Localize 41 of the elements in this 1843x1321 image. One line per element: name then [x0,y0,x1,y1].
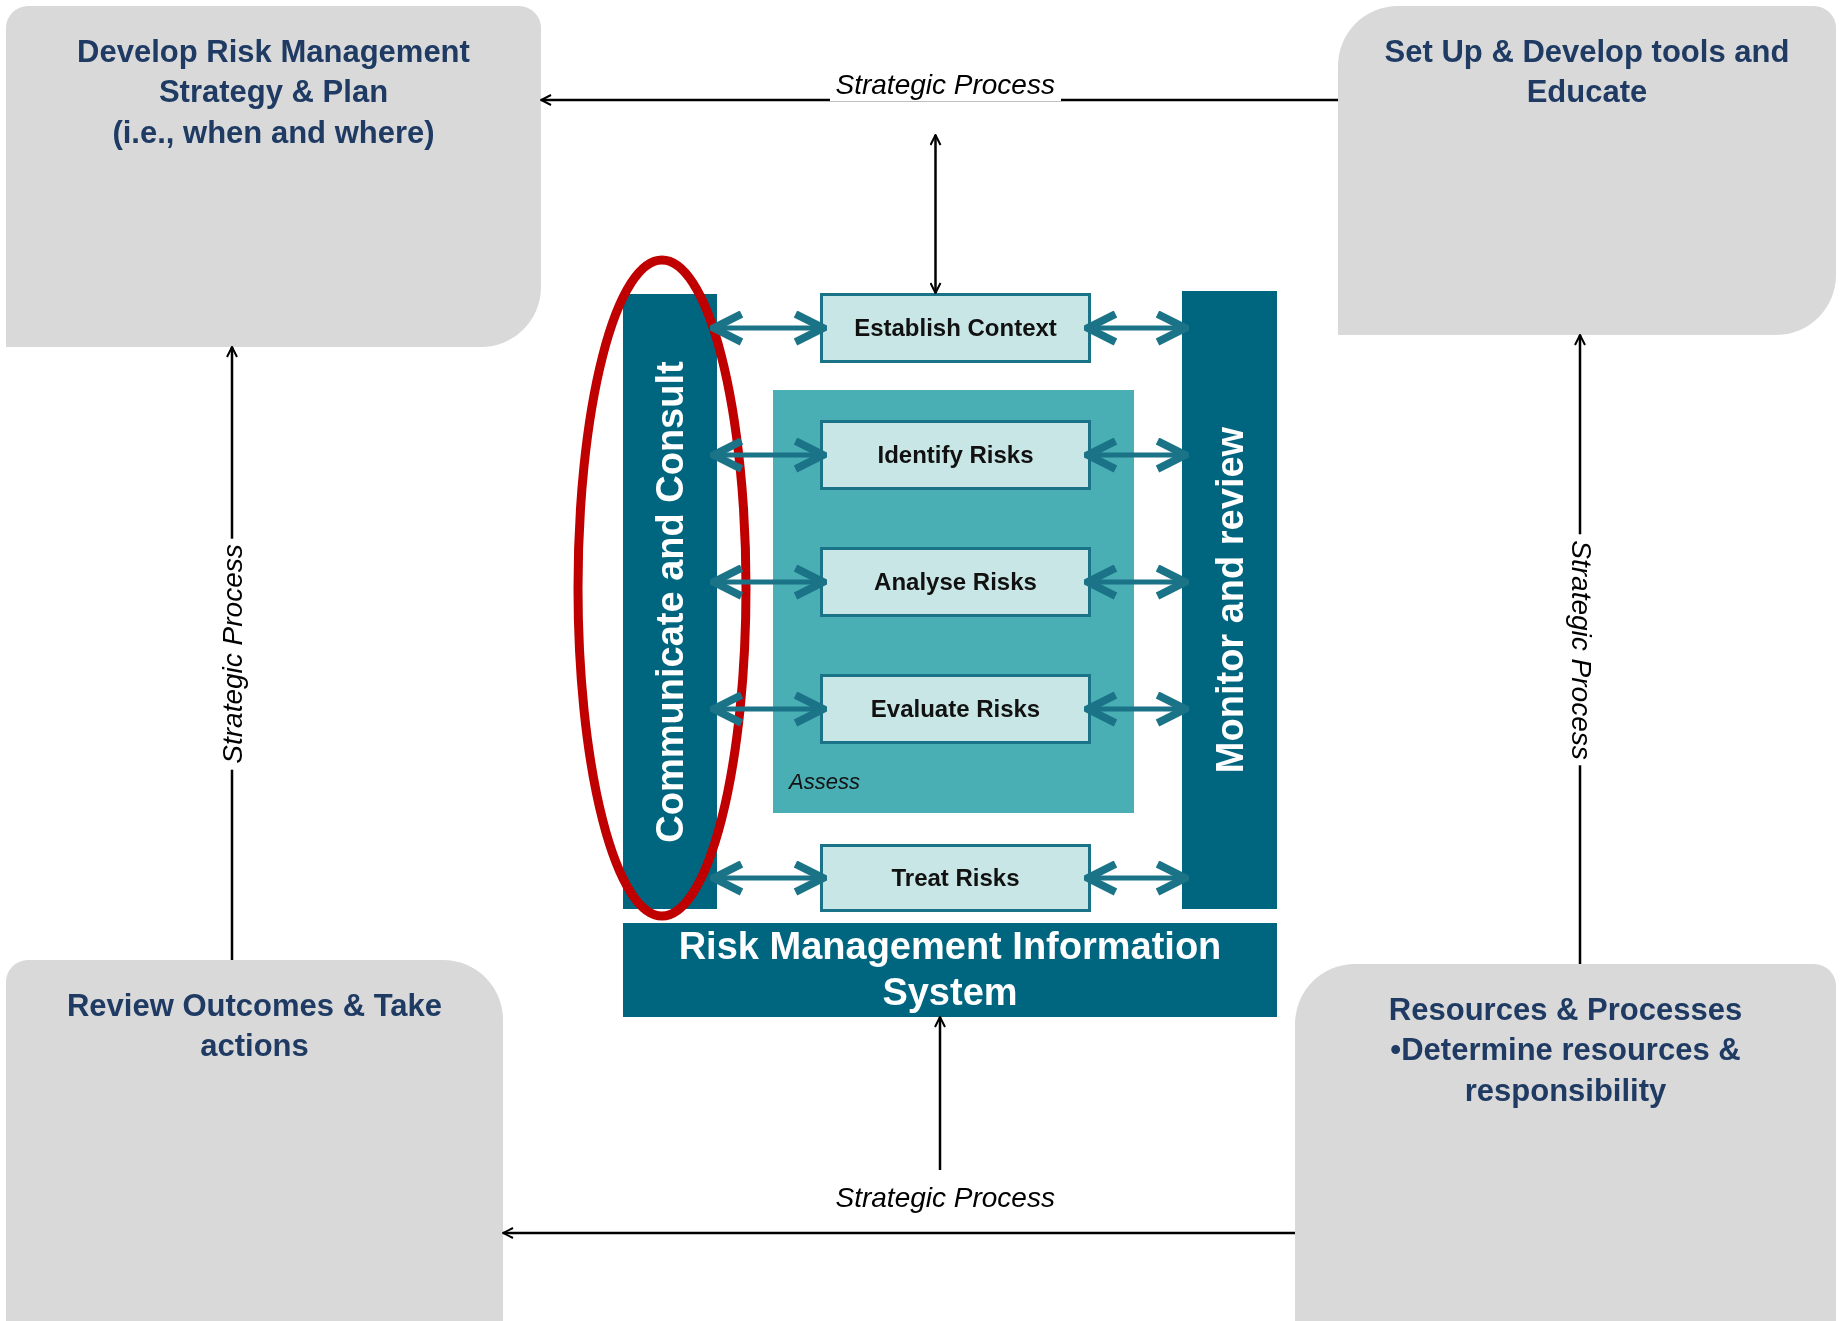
arrow [709,437,828,473]
box-text: (i.e., when and where) [111,113,436,152]
step-label: Analyse Risks [874,568,1037,596]
arrow [1083,691,1190,727]
process-box [6,6,541,347]
step-label: Identify Risks [877,441,1034,469]
process-bar [1182,291,1277,909]
arrow [709,691,828,727]
bar-label: Monitor and review [1208,426,1251,774]
box-title: Resources & Processes [1387,991,1744,1029]
arrow [934,1016,946,1170]
step-box [820,674,1091,744]
process-box [1295,964,1836,1321]
process-box [1338,6,1836,335]
box-title: Develop Risk Management Strategy & Plan [76,33,471,112]
step-label: Treat Risks [891,864,1020,892]
box-title: Set Up & Develop tools and Educate [1383,33,1791,112]
step-box [820,844,1091,912]
arrow [929,134,942,294]
process-box [6,960,503,1321]
arrow [1083,564,1190,600]
box-text: •Determine resources & responsibility [1389,1031,1742,1110]
arrow [1083,437,1190,473]
step-box [820,420,1091,490]
process-bar [623,294,717,909]
arrow [1083,860,1190,896]
bar-label: Communicate and Consult [648,360,692,843]
arrow [709,860,828,896]
process-bar [623,923,1277,1017]
bar-label: Risk Management Information System [677,924,1223,1016]
box-title: Review Outcomes & Take actions [66,987,443,1066]
arrow [709,564,828,600]
arrow [709,310,828,346]
step-box [820,293,1091,363]
step-label: Evaluate Risks [870,695,1041,723]
arrow [1083,310,1190,346]
step-box [820,547,1091,617]
group-label: Assess [789,769,860,795]
arrow [502,1227,1295,1239]
assess-group-box [773,390,1134,813]
step-label: Establish Context [854,314,1057,342]
